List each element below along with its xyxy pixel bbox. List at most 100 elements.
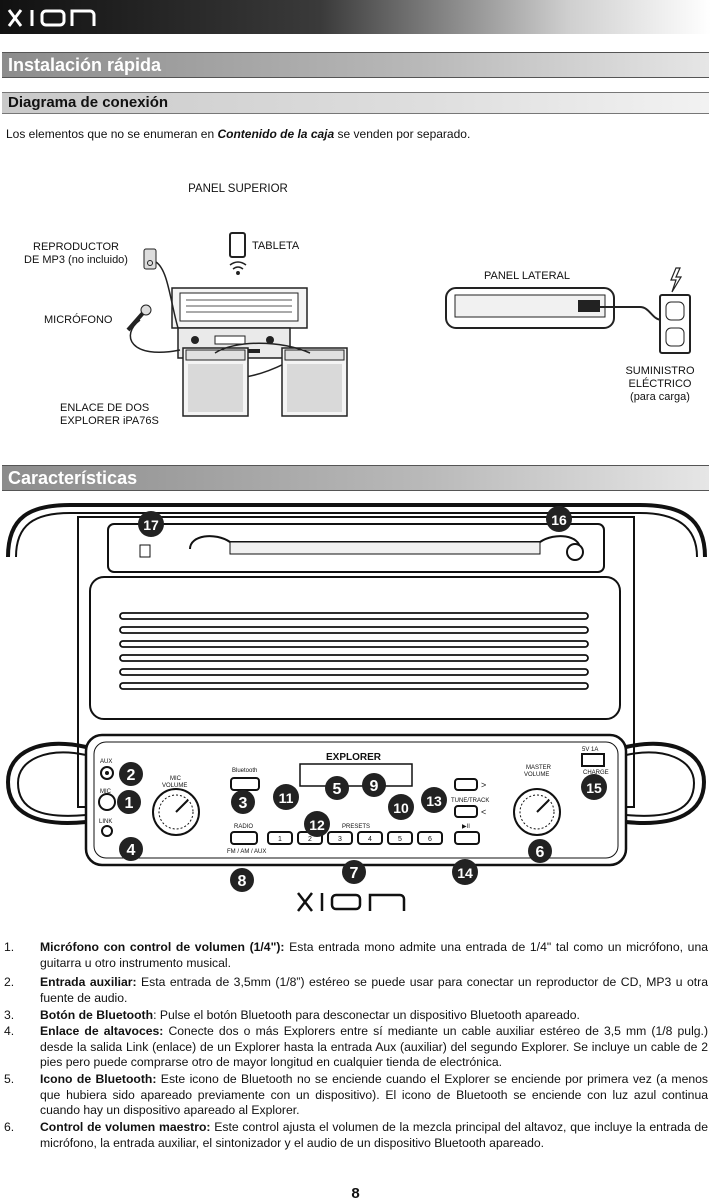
page-number: 8 bbox=[351, 1185, 360, 1202]
preset-3: 3 bbox=[338, 836, 342, 843]
feature-number: 2. bbox=[4, 975, 15, 989]
label-power-line2: ELÉCTRICO bbox=[628, 378, 692, 390]
label-power-line1: SUMINISTRO bbox=[625, 365, 695, 377]
preset-5: 5 bbox=[398, 836, 402, 843]
lightning-icon bbox=[670, 267, 683, 293]
feature-number: 5. bbox=[4, 1072, 15, 1086]
callout-7: 7 bbox=[342, 860, 366, 884]
usb-rating-label: 5V 1A bbox=[582, 747, 598, 753]
presets-label: PRESETS bbox=[342, 824, 370, 830]
radio-label: RADIO bbox=[234, 824, 253, 830]
label-side-panel: PANEL LATERAL bbox=[484, 270, 570, 282]
intro-before: Los elementos que no se enumeran en bbox=[6, 127, 218, 141]
feature-title: Icono de Bluetooth: bbox=[40, 1072, 157, 1086]
callout-16: 16 bbox=[546, 506, 572, 532]
fm-am-label: FM / AM / AUX bbox=[227, 849, 266, 855]
svg-text:9: 9 bbox=[370, 778, 379, 795]
feature-item: 6. Control de volumen maestro: Este cont… bbox=[4, 1120, 708, 1151]
explorer-speaker-left bbox=[182, 347, 249, 417]
intro-text: Los elementos que no se enumeran en Cont… bbox=[6, 127, 470, 141]
callout-12: 12 bbox=[304, 811, 330, 837]
section-header-features: Características bbox=[2, 465, 709, 491]
label-mp3-line2: DE MP3 (no incluido) bbox=[24, 254, 128, 266]
feature-number: 6. bbox=[4, 1120, 15, 1134]
tune-track-label: TUNE/TRACK bbox=[451, 798, 489, 804]
master-volume-label-2: VOLUME bbox=[524, 772, 549, 778]
feature-title: Enlace de altavoces: bbox=[40, 1024, 164, 1038]
label-link-line1: ENLACE DE DOS bbox=[60, 402, 150, 414]
svg-text:2: 2 bbox=[127, 767, 136, 784]
device-logo-icon bbox=[297, 892, 406, 912]
svg-text:4: 4 bbox=[127, 842, 136, 859]
feature-title: Micrófono con control de volumen (1/4"): bbox=[40, 940, 285, 954]
callout-2: 2 bbox=[119, 762, 143, 786]
feature-number: 1. bbox=[4, 940, 15, 954]
label-link-line2: EXPLORER iPA76S bbox=[60, 415, 159, 427]
label-tablet: TABLETA bbox=[252, 240, 300, 252]
svg-text:12: 12 bbox=[309, 817, 325, 833]
feature-item: 3. Botón de Bluetooth: Pulse el botón Bl… bbox=[4, 1008, 708, 1024]
callout-9: 9 bbox=[362, 773, 386, 797]
callout-17: 17 bbox=[138, 511, 164, 537]
bluetooth-label: Bluetooth bbox=[232, 768, 257, 774]
model-label: EXPLORER bbox=[326, 752, 382, 763]
feature-title: Botón de Bluetooth bbox=[40, 1008, 154, 1022]
label-power: SUMINISTRO ELÉCTRICO (para carga) bbox=[610, 365, 710, 404]
callout-3: 3 bbox=[231, 790, 255, 814]
feature-body: : Pulse el botón Bluetooth para desconec… bbox=[153, 1008, 580, 1022]
callout-14: 14 bbox=[452, 859, 478, 885]
feature-item: 1. Micrófono con control de volumen (1/4… bbox=[4, 940, 708, 971]
callout-15: 15 bbox=[581, 774, 607, 800]
charge-label: CHARGE bbox=[583, 770, 609, 776]
link-label: LINK bbox=[99, 819, 112, 825]
callout-1: 1 bbox=[117, 790, 141, 814]
explorer-speaker-right bbox=[281, 347, 348, 417]
section-title: Instalación rápida bbox=[8, 55, 162, 75]
section-header-quick-install: Instalación rápida bbox=[2, 52, 709, 78]
microphone-icon bbox=[126, 304, 152, 332]
svg-text:1: 1 bbox=[125, 795, 134, 812]
feature-title: Entrada auxiliar: bbox=[40, 975, 137, 989]
label-mp3-line1: REPRODUCTOR bbox=[33, 241, 119, 253]
mic-volume-label-1: MIC bbox=[170, 776, 182, 782]
mic-volume-label-2: VOLUME bbox=[162, 783, 187, 789]
master-volume-label-1: MASTER bbox=[526, 765, 552, 771]
feature-item: 4. Enlace de altavoces: Conecte dos o má… bbox=[4, 1024, 708, 1071]
label-mp3: REPRODUCTOR DE MP3 (no incluido) bbox=[10, 241, 142, 267]
feature-number: 3. bbox=[4, 1008, 15, 1022]
aux-label: AUX bbox=[100, 759, 112, 765]
preset-1: 1 bbox=[278, 836, 282, 843]
side-panel-illustration bbox=[445, 287, 615, 329]
callout-6: 6 bbox=[528, 839, 552, 863]
svg-text:16: 16 bbox=[551, 512, 567, 528]
device-front-illustration: AUX MIC LINK MIC VOLUME Bluetooth RADIO … bbox=[5, 503, 707, 912]
label-power-line3: (para carga) bbox=[630, 391, 690, 403]
svg-text:15: 15 bbox=[586, 780, 602, 796]
feature-title: Control de volumen maestro: bbox=[40, 1120, 211, 1134]
svg-text:3: 3 bbox=[239, 795, 248, 812]
section-title: Características bbox=[8, 468, 138, 488]
callout-11: 11 bbox=[273, 784, 299, 810]
callout-5: 5 bbox=[325, 776, 349, 800]
callout-10: 10 bbox=[388, 794, 414, 820]
feature-body: Conecte dos o más Explorers entre sí med… bbox=[40, 1024, 709, 1069]
section-title: Diagrama de conexión bbox=[8, 94, 169, 111]
callout-13: 13 bbox=[421, 787, 447, 813]
callout-8: 8 bbox=[230, 868, 254, 892]
svg-text:5: 5 bbox=[333, 781, 342, 798]
svg-text:8: 8 bbox=[238, 873, 247, 890]
preset-6: 6 bbox=[428, 836, 432, 843]
label-link: ENLACE DE DOS EXPLORER iPA76S bbox=[60, 402, 159, 428]
feature-body: Este control ajusta el volumen de la mez… bbox=[40, 1120, 708, 1150]
wireless-icon bbox=[229, 261, 247, 275]
svg-text:14: 14 bbox=[457, 865, 473, 881]
feature-number: 4. bbox=[4, 1024, 15, 1038]
next-icon: > bbox=[481, 780, 486, 790]
svg-text:10: 10 bbox=[393, 800, 409, 816]
feature-item: 2. Entrada auxiliar: Esta entrada de 3,5… bbox=[4, 975, 708, 1006]
label-top-panel: PANEL SUPERIOR bbox=[188, 183, 288, 195]
section-header-connection: Diagrama de conexión bbox=[2, 92, 709, 114]
connection-diagram bbox=[126, 232, 691, 417]
prev-icon: < bbox=[481, 807, 486, 817]
intro-emphasis: Contenido de la caja bbox=[217, 127, 335, 141]
